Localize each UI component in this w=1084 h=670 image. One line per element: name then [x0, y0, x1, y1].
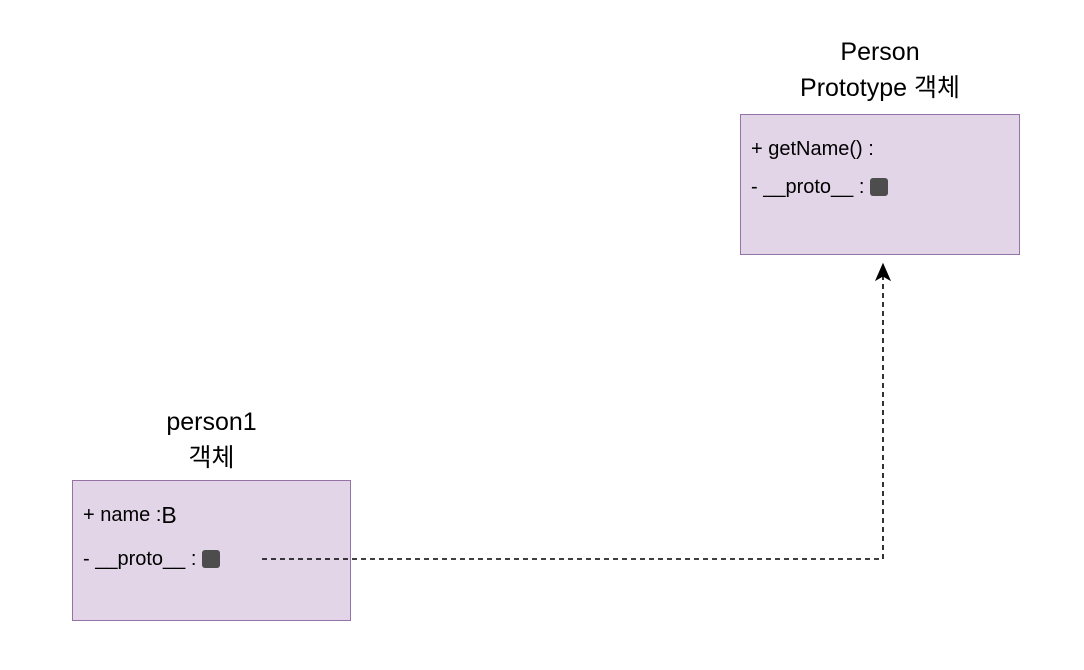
- prototype-title-line1: Person: [840, 38, 920, 66]
- prototype-title-line2: Prototype 객체: [800, 74, 960, 102]
- name-field-value: B: [161, 502, 177, 528]
- prototype-proto-label: - __proto__ :: [751, 176, 865, 198]
- instance-name-row[interactable]: + name : B: [83, 501, 177, 529]
- instance-object-title: person1 객체: [72, 404, 351, 476]
- proto-link-line: [262, 276, 884, 560]
- prototype-proto-row[interactable]: - __proto__ :: [751, 173, 889, 201]
- name-field-label: + name :: [83, 504, 162, 526]
- prototype-proto-pointer-icon: [870, 178, 889, 196]
- instance-proto-pointer-icon: [202, 550, 221, 568]
- instance-title-line1: person1: [166, 408, 257, 436]
- instance-proto-label: - __proto__ :: [83, 548, 197, 570]
- instance-object-box[interactable]: + name : B - __proto__ :: [72, 480, 351, 621]
- instance-proto-row[interactable]: - __proto__ :: [83, 545, 221, 573]
- prototype-object-box[interactable]: + getName() : - __proto__ :: [740, 114, 1020, 255]
- prototype-method-row[interactable]: + getName() :: [751, 135, 874, 163]
- proto-link-arrowhead-icon: [874, 262, 892, 282]
- prototype-object-title: Person Prototype 객체: [740, 34, 1020, 106]
- instance-title-line2: 객체: [188, 444, 235, 472]
- get-name-method-label: + getName() :: [751, 138, 874, 160]
